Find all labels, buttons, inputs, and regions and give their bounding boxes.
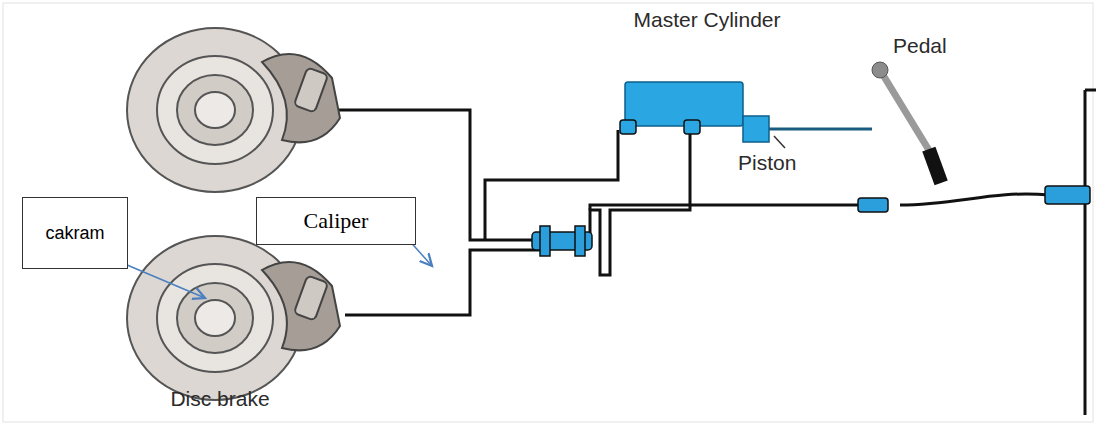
caption-label: Disc brake [150,387,290,411]
part-label: Piston [738,151,828,175]
part-label: Master Cylinder [632,8,782,32]
part-label: Pedal [893,34,983,58]
callout-text: Caliper [304,208,369,234]
callout-text: cakram [45,223,104,244]
callout-box: Caliper [256,197,416,245]
callout-box: cakram [22,197,128,269]
